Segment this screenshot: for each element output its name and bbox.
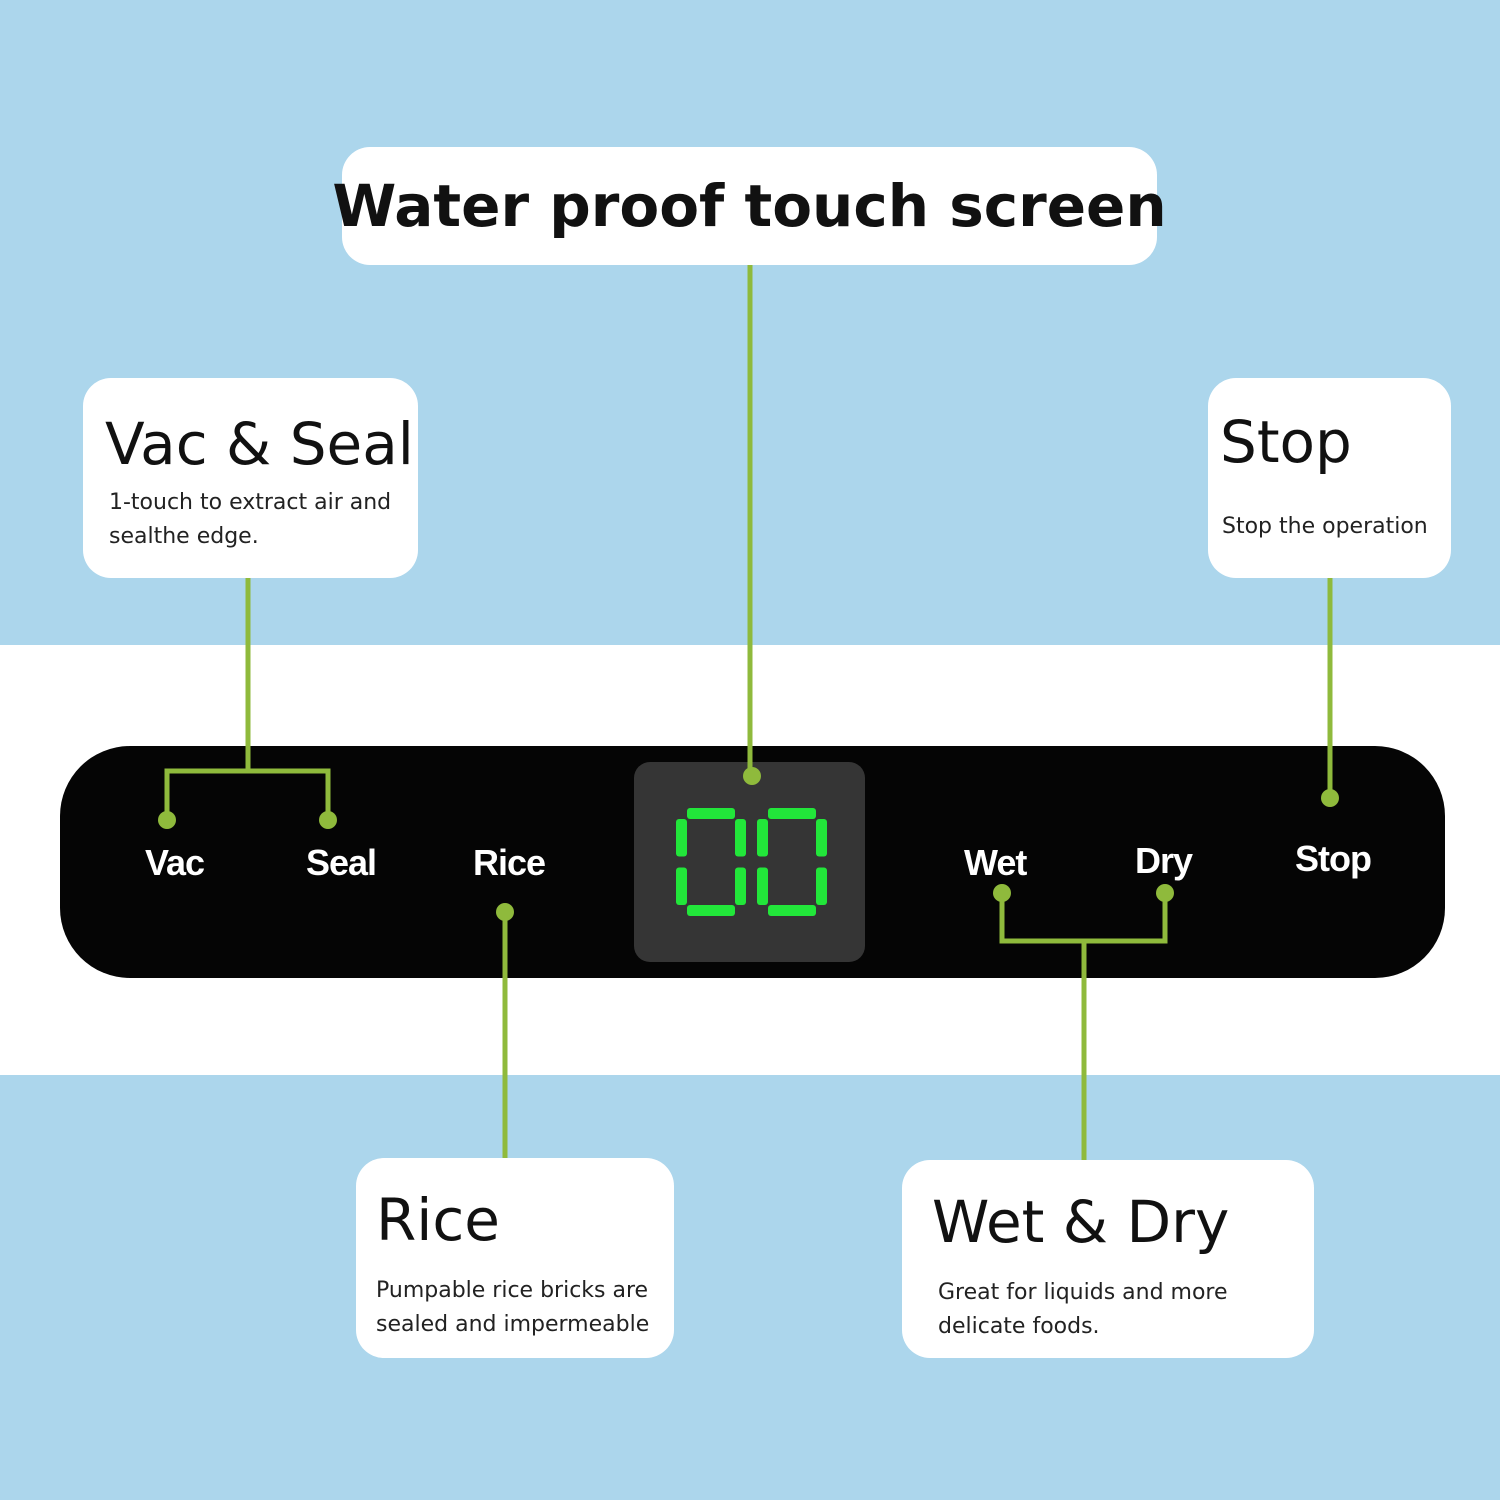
digital-display: 00 bbox=[634, 762, 865, 962]
callout-wet-dry: Wet & Dry Great for liquids and more del… bbox=[902, 1160, 1314, 1358]
digit-segment bbox=[676, 819, 687, 857]
callout-vac-seal-description: 1-touch to extract air and sealthe edge. bbox=[109, 490, 392, 549]
dry-button[interactable]: Dry bbox=[1135, 840, 1193, 881]
rice-connector-dot bbox=[496, 903, 514, 921]
digit-segment bbox=[687, 808, 735, 819]
callout-vac-seal: Vac & Seal 1-touch to extract air and se… bbox=[83, 378, 418, 578]
digit-segment bbox=[687, 905, 735, 916]
digit-segment bbox=[816, 867, 827, 905]
seal-connector-line bbox=[248, 768, 331, 820]
display-digits bbox=[676, 808, 827, 916]
digit-segment bbox=[768, 905, 816, 916]
dry-connector-dot bbox=[1156, 884, 1174, 902]
seal-connector-dot bbox=[319, 811, 337, 829]
digit-segment bbox=[816, 819, 827, 857]
dry-connector-line bbox=[1084, 893, 1168, 944]
callout-stop-title: Stop bbox=[1220, 408, 1352, 476]
vac-connector-dot bbox=[158, 811, 176, 829]
digit-segment bbox=[768, 808, 816, 819]
callout-wet-dry-description: Great for liquids and more delicate food… bbox=[938, 1280, 1228, 1339]
seal-button[interactable]: Seal bbox=[306, 842, 377, 883]
header-connector-dot bbox=[743, 767, 761, 785]
digit-segment bbox=[757, 819, 768, 857]
stop-connector-dot bbox=[1321, 789, 1339, 807]
callout-stop-description: Stop the operation bbox=[1222, 514, 1428, 539]
rice-button[interactable]: Rice bbox=[473, 842, 546, 883]
vac-connector-line bbox=[164, 578, 251, 820]
vac-button[interactable]: Vac bbox=[145, 842, 205, 883]
digit-segment bbox=[757, 867, 768, 905]
digit-segment bbox=[735, 819, 746, 857]
callout-rice: Rice Pumpable rice bricks are sealed and… bbox=[356, 1158, 674, 1358]
callout-rice-title: Rice bbox=[376, 1186, 500, 1254]
callout-stop: Stop Stop the operation bbox=[1208, 378, 1451, 578]
wet-connector-line bbox=[999, 893, 1087, 1160]
seven-segment-readout: 00 bbox=[676, 808, 827, 916]
digit-segment bbox=[735, 867, 746, 905]
callout-vac-seal-title: Vac & Seal bbox=[105, 410, 414, 478]
callout-rice-description: Pumpable rice bricks are sealed and impe… bbox=[376, 1278, 650, 1337]
page-title: Water proof touch screen bbox=[332, 172, 1167, 240]
callout-wet-dry-title: Wet & Dry bbox=[932, 1188, 1230, 1256]
wet-button[interactable]: Wet bbox=[964, 842, 1027, 883]
digit-segment bbox=[676, 867, 687, 905]
wet-connector-dot bbox=[993, 884, 1011, 902]
stop-button[interactable]: Stop bbox=[1295, 838, 1372, 879]
header-card: Water proof touch screen bbox=[332, 147, 1167, 265]
